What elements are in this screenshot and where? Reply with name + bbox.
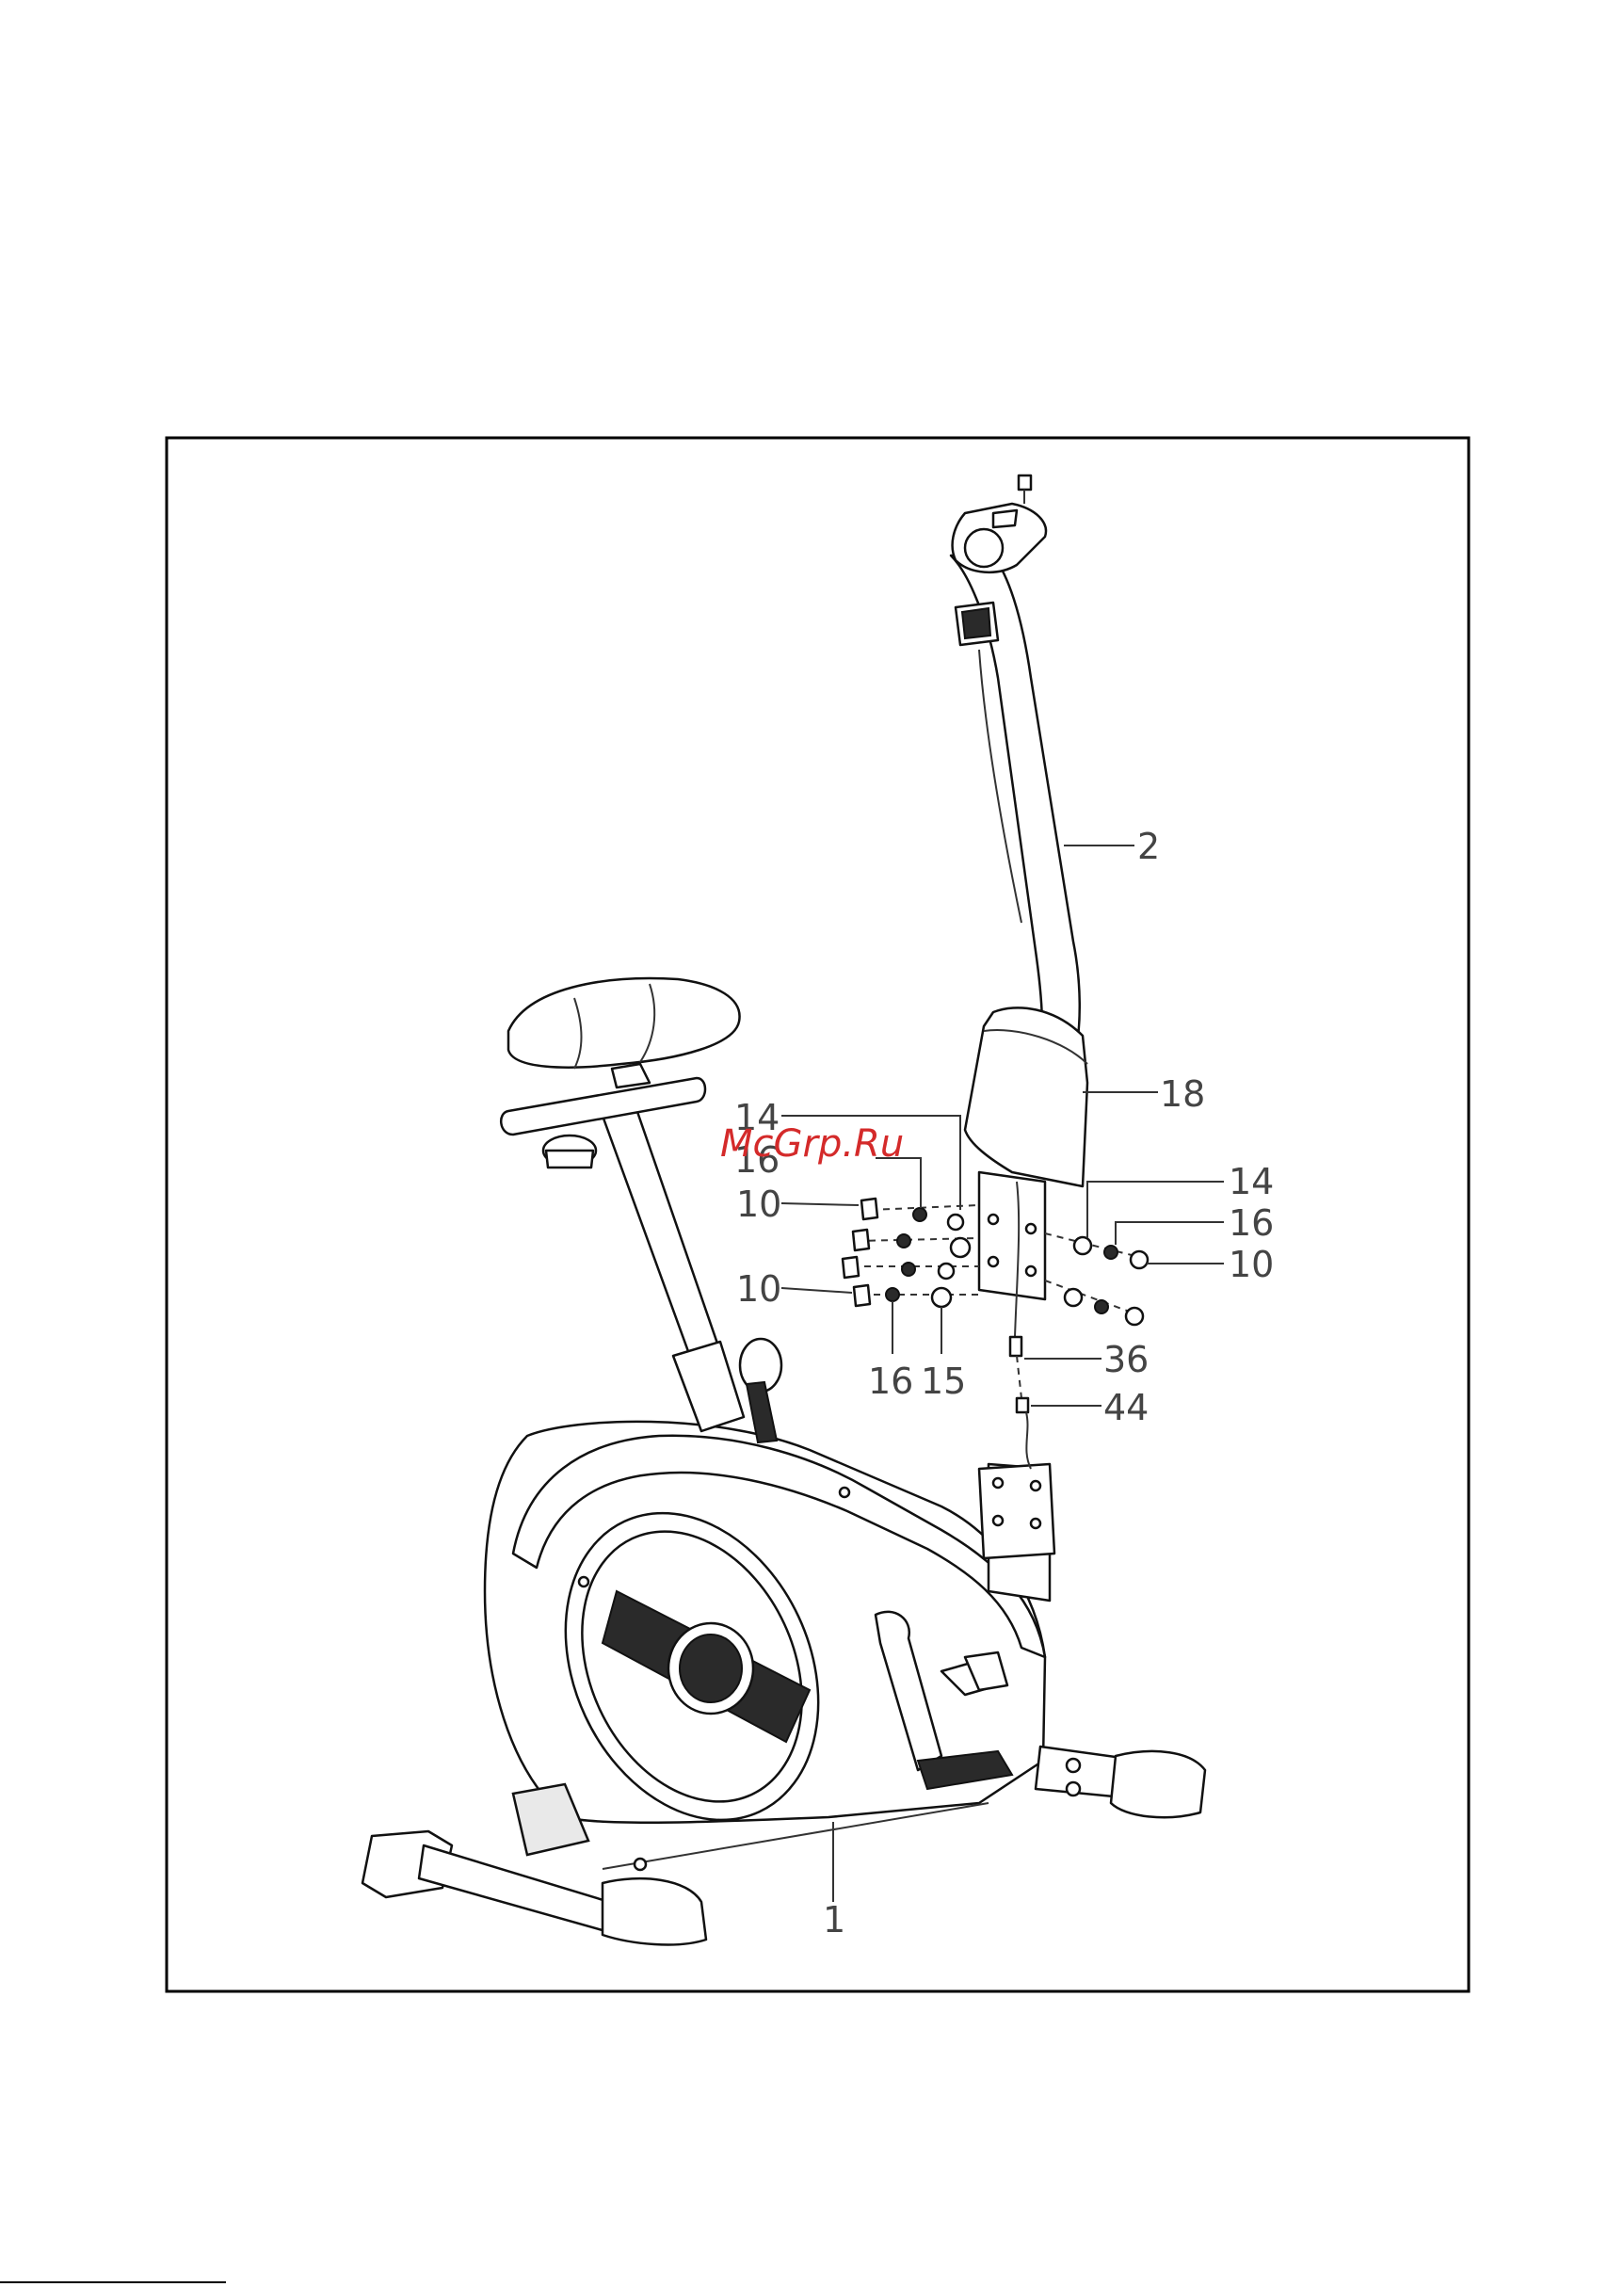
post-cover-part-18	[965, 1007, 1087, 1186]
lower-post-bracket	[979, 1172, 1054, 1601]
handlebar-post-part-2	[951, 475, 1080, 1064]
callout-2: 2	[1137, 826, 1160, 867]
callout-16-right: 16	[1229, 1202, 1274, 1244]
callout-1: 1	[823, 1899, 845, 1941]
left-hardware-group	[843, 1199, 979, 1307]
callout-10-left-bottom: 10	[736, 1268, 781, 1310]
watermark-text: McGrp.Ru	[720, 1122, 904, 1166]
rear-stabilizer	[1036, 1747, 1205, 1817]
callout-15: 15	[921, 1361, 966, 1402]
callout-10-left-top: 10	[736, 1184, 781, 1225]
callout-36: 36	[1103, 1339, 1149, 1380]
right-hardware-group	[1045, 1233, 1148, 1325]
callout-18: 18	[1160, 1073, 1205, 1115]
callout-10-right: 10	[1229, 1244, 1274, 1285]
callout-14-right: 14	[1229, 1161, 1274, 1202]
callout-16-left-bottom: 16	[868, 1361, 913, 1402]
callout-44: 44	[1103, 1387, 1149, 1428]
footer-rule	[0, 2281, 226, 2283]
